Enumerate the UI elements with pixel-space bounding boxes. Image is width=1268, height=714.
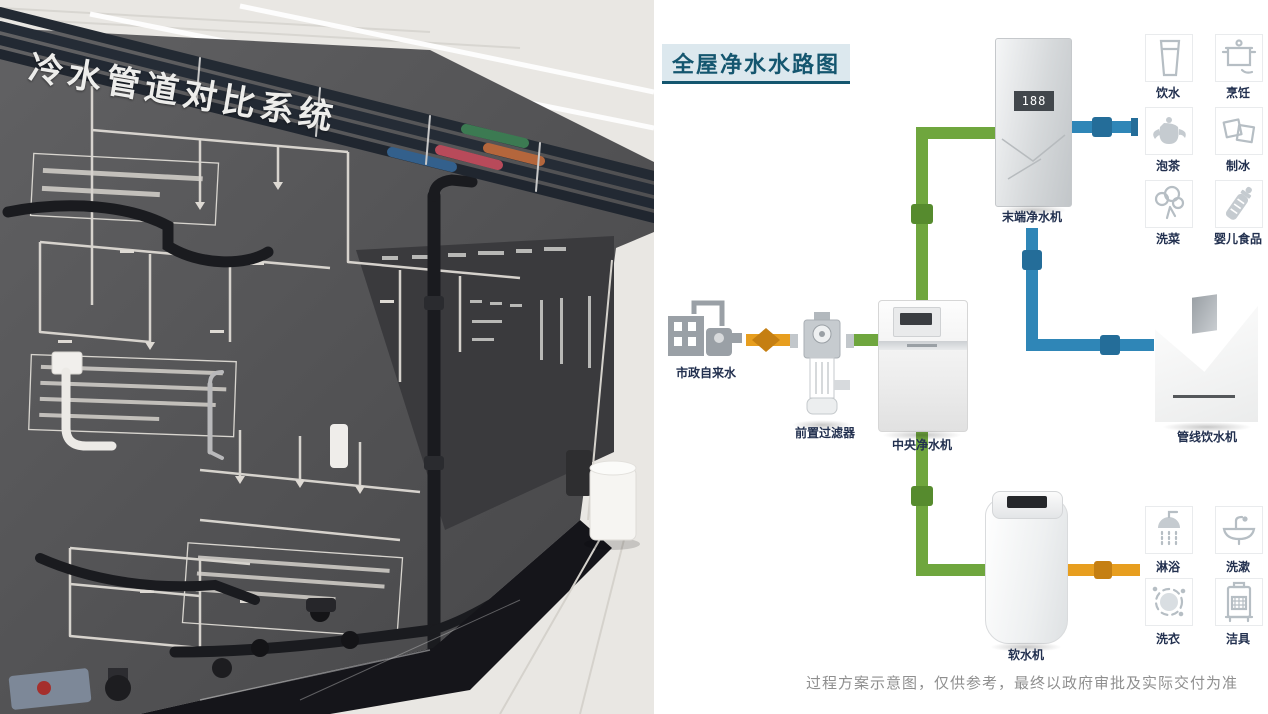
softener-display [1007,496,1047,508]
green-pipes [850,127,995,576]
baby-bottle-icon [1215,180,1263,228]
usage-label: 洁具 [1225,632,1250,646]
pipe-network [746,117,1154,579]
usage-label: 洗菜 [1155,232,1180,246]
floor-props [8,450,640,710]
softener-label: 软水机 [1007,648,1044,662]
display-wall [0,28,654,714]
orange-coupler [1094,561,1112,579]
ice-cubes-icon [1215,107,1263,155]
washbasin-icon [1215,506,1263,554]
terminal-purifier-icon: 188 [995,38,1072,207]
blue-sleeve [387,147,457,172]
factory-building-icon [668,300,742,356]
green-coupler [911,204,933,224]
usage-label: 烹饪 [1225,86,1250,100]
terminal-display: 188 [1014,91,1054,111]
water-softener-icon [985,491,1068,644]
central-label: 中央净水机 [891,438,952,452]
central-purifier-icon [878,300,968,432]
central-display [900,313,932,325]
ceiling-joint-lines [0,7,521,49]
usage-label: 饮水 [1155,86,1180,100]
red-sleeve [435,145,503,170]
orange-coupler [752,328,780,352]
blue-coupler [1100,335,1120,355]
central-control-panel [893,307,941,337]
white-demo-pipes [38,86,521,650]
usage-label: 泡茶 [1155,159,1180,173]
green-coupler [911,486,933,506]
marble-floor-band [140,520,612,714]
terminal-label: 末端净水机 [1001,210,1062,224]
blue-coupler [1022,250,1042,270]
water-glass-icon [1145,34,1193,82]
black-pipe-fittings [251,296,444,657]
pipeline-dispenser-icon [1155,290,1258,422]
shower-icon [1145,506,1193,554]
usage-label: 制冰 [1225,159,1250,173]
orange-sleeve [483,143,545,166]
vegetables-icon [1145,180,1193,228]
diagram-title: 全屋净水水路图 [662,44,851,84]
usage-label: 淋浴 [1155,560,1180,574]
cooking-pot-icon [1215,34,1263,82]
usage-label: 婴儿食品 [1213,232,1262,246]
showroom-photo-panel: 冷水管道对比系统 [0,0,654,714]
terminal-facets [1001,134,1066,180]
blue-coupler [1092,117,1112,137]
black-demo-pipes [2,174,571,659]
prefilter-unit-icon [790,312,854,415]
showroom-photo [0,3,654,714]
washing-machine-icon [1145,578,1193,626]
orange-pipes [746,328,1140,579]
red-part [37,681,51,695]
distant-info-boards [356,236,614,530]
chrome-faucet [207,370,224,460]
green-sleeve [461,124,529,148]
usage-label: 洗衣 [1155,632,1180,646]
municipal-label: 市政自来水 [675,366,736,380]
appliance-icon [1215,578,1263,626]
dispenser-label: 管线饮水机 [1176,430,1237,444]
white-pvc-pipe [51,351,348,468]
insulated-pipe-bundle [0,7,654,223]
prefilter-label: 前置过滤器 [794,426,855,440]
water-diagram-panel: 全屋净水水路图 市政自来水 前置过滤器 中央 [654,0,1268,714]
disclaimer-text: 过程方案示意图，仅供参考，最终以政府审批及实际交付为准 [805,674,1238,692]
blue-pipes [1022,117,1154,355]
usage-label: 洗漱 [1225,560,1250,574]
teapot-icon [1145,107,1193,155]
